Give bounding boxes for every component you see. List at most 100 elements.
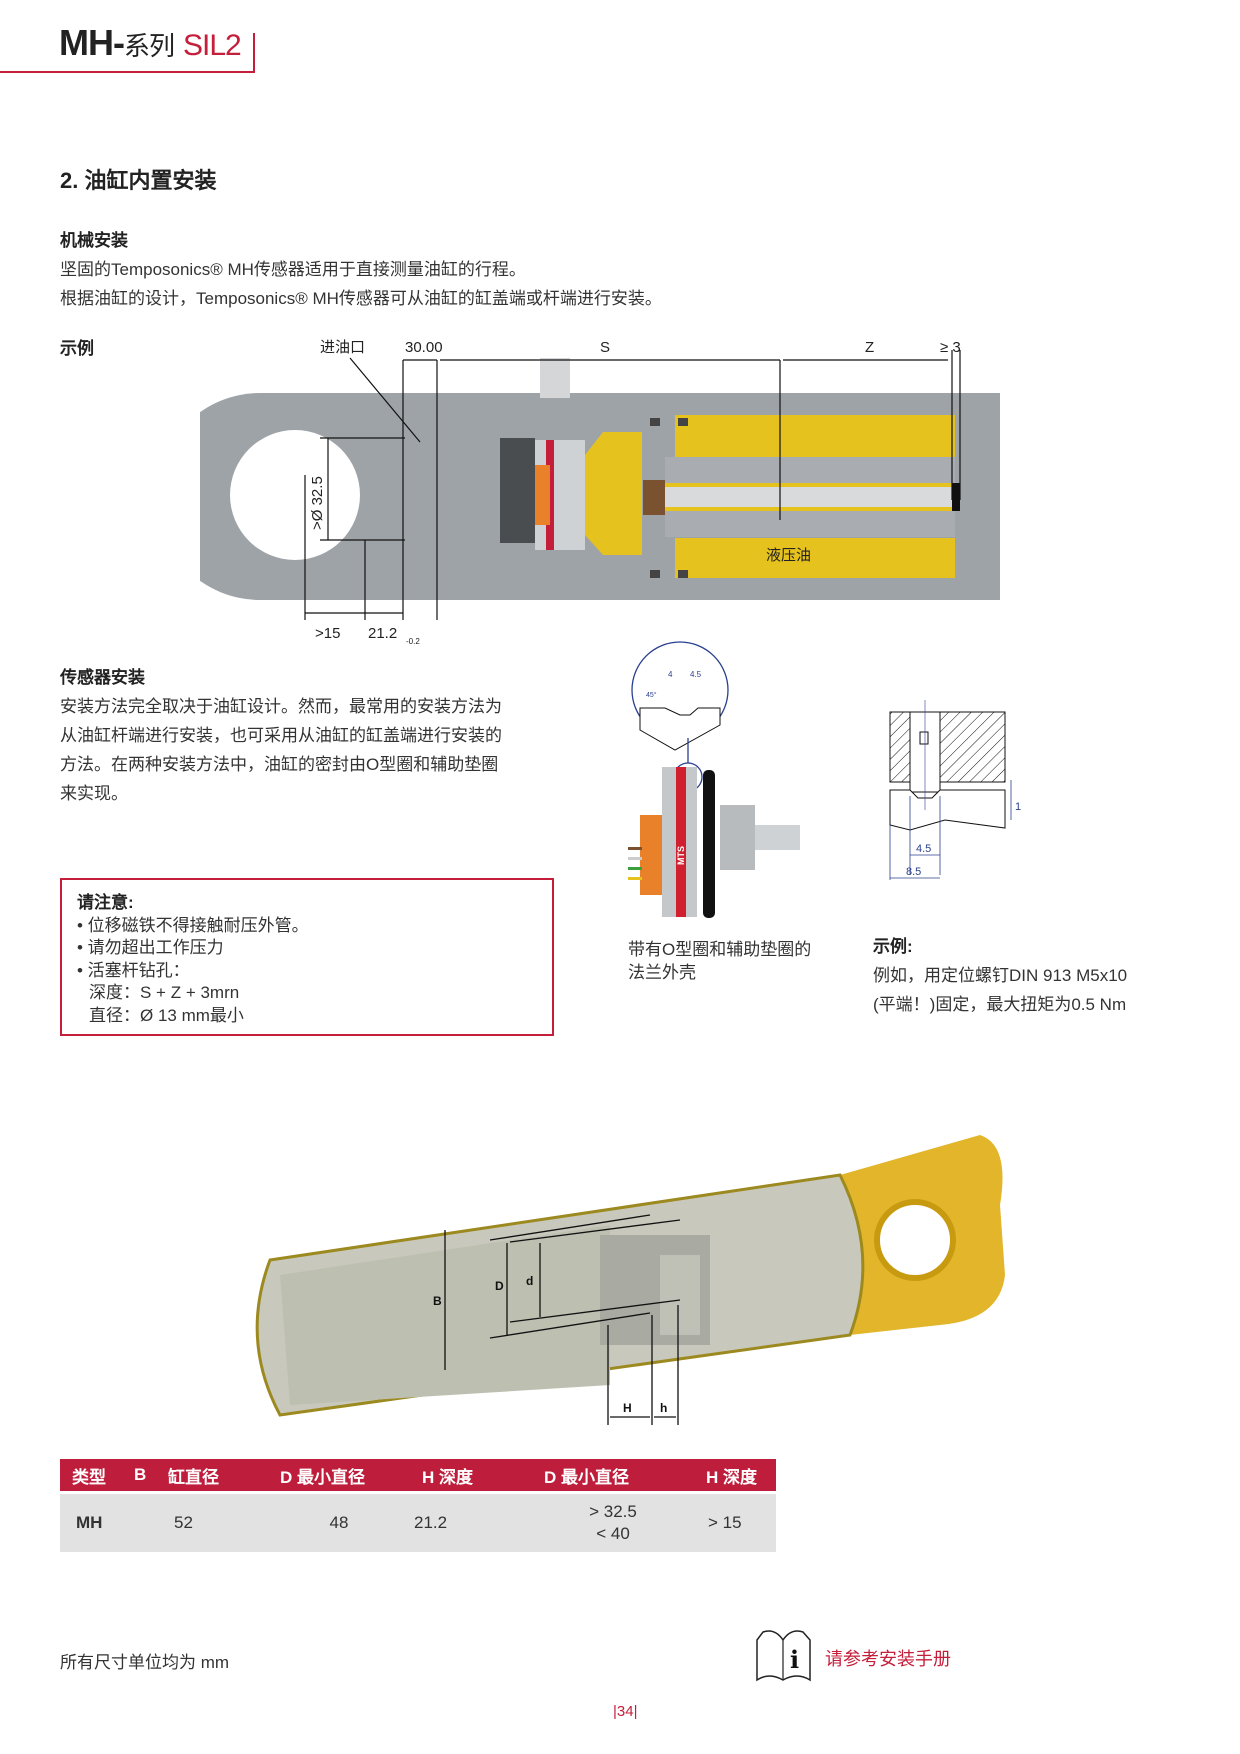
col-bore-diameter: 缸直径: [156, 1459, 268, 1494]
sensor-rod: [755, 825, 800, 850]
sensor-electronics: [640, 815, 662, 895]
col-d-min-2: D 最小直径: [532, 1459, 694, 1494]
series-cn: 系列: [123, 31, 175, 61]
series-title: MH-系列 SIL2: [59, 22, 242, 64]
sensor-wires: [628, 847, 642, 880]
cell-b: 52: [122, 1492, 268, 1552]
svg-text:i: i: [790, 1645, 799, 1674]
col-b: B: [122, 1459, 156, 1494]
detail-angle: 45°: [646, 691, 657, 699]
dimensions-table: 类型 B 缸直径 D 最小直径 H 深度 D 最小直径 H 深度 MH 52 4…: [60, 1459, 776, 1552]
note-title: 请注意:: [77, 893, 134, 912]
mechanical-line: 坚固的Temposonics® MH传感器适用于直接测量油缸的行程。: [60, 260, 526, 279]
note-item: • 位移磁铁不得接触耐压外管。: [77, 915, 309, 935]
oil-chamber-bottom: [675, 538, 955, 578]
screw-socket: [919, 731, 929, 745]
dim-212-tolerance: -0.2: [406, 637, 420, 646]
note-item: • 活塞杆钻孔：: [77, 960, 190, 980]
note-subitem: 深度：S + Z + 3mrn: [89, 983, 240, 1002]
screw-dim-1: 1: [1015, 801, 1021, 813]
mts-band: [676, 767, 686, 917]
detail-profile: [639, 707, 721, 751]
manual-book-icon: i: [756, 1630, 811, 1682]
dim-212-label: 21.2: [368, 625, 397, 642]
example-label: 示例: [60, 339, 94, 358]
page-number: |34|: [613, 1703, 638, 1720]
cell-h-depth: 21.2: [410, 1492, 532, 1552]
dim-b-label: B: [433, 1294, 442, 1308]
oil-chamber-top: [675, 415, 955, 457]
screw-example-heading: 示例:: [873, 937, 913, 956]
cell-d-range-max: < 40: [596, 1524, 630, 1543]
cylinder-3d-illustration: B D d H h: [255, 1135, 1005, 1425]
dim-d-lower-label: d: [526, 1274, 533, 1288]
dim-h-lower-label: h: [660, 1401, 667, 1415]
detail-dim-45: 4.5: [690, 670, 702, 679]
dim-30-label: 30.00: [405, 339, 443, 356]
header-rule: [0, 71, 255, 73]
manual-reference-link[interactable]: 请参考安装手册: [825, 1649, 951, 1669]
col-h-depth-2: H 深度: [694, 1459, 776, 1494]
flange-caption-line: 法兰外壳: [628, 963, 696, 982]
dim-15-label: >15: [315, 625, 340, 642]
sensor-install-line: 安装方法完全取决于油缸设计。然而，最常用的安装方法为: [60, 697, 502, 716]
sensor-install-line: 来实现。: [60, 784, 128, 803]
dimension-lines: [304, 350, 961, 620]
sensor-install-section: 传感器安装 安装方法完全取决于油缸设计。然而，最常用的安装方法为 从油缸杆端进行…: [60, 663, 502, 808]
screw-dim-45: 4.5: [916, 843, 931, 855]
units-note: 所有尺寸单位均为 mm: [60, 1653, 230, 1672]
cable-cavity: [500, 438, 535, 543]
dim-d-upper-label: D: [495, 1279, 504, 1293]
dim-diameter-label: >Ø 32.5: [309, 476, 326, 530]
dim-s-label: S: [600, 339, 610, 356]
flange-caption-line: 带有O型圈和辅助垫圈的: [628, 940, 812, 959]
sensor-install-line: 方法。在两种安装方法中，油缸的密封由O型圈和辅助垫圈: [60, 755, 499, 774]
set-screw-drawing: 1 4.5 8.5: [889, 700, 1021, 880]
series-sil: SIL2: [183, 29, 242, 62]
note-item: • 请勿超出工作压力: [77, 938, 224, 957]
dim-z-label: Z: [865, 339, 874, 356]
sensor-rod: [665, 487, 955, 507]
rod-end-cap: [952, 483, 960, 511]
screw-example-line: (平端！)固定，最大扭矩为0.5 Nm: [873, 995, 1127, 1014]
mechanical-section: 机械安装 坚固的Temposonics® MH传感器适用于直接测量油缸的行程。 …: [60, 226, 662, 313]
cylinder-section-diagram: 进油口 30.00 S Z ≥ 3 >Ø 32.5 >15 21.2 -0.2 …: [200, 339, 1000, 646]
hatched-housing: [889, 711, 1006, 783]
cell-h2: > 15: [694, 1492, 776, 1552]
oil-inlet-label: 进油口: [320, 339, 365, 356]
o-ring: [703, 770, 715, 918]
screw-example-line: 例如，用定位螺钉DIN 913 M5x10: [873, 966, 1128, 985]
flange-housing-illustration: 4 4.5 45° MTS: [628, 641, 800, 918]
cell-d-min: 48: [268, 1492, 410, 1552]
cable-gland: [540, 358, 570, 398]
col-h-depth: H 深度: [410, 1459, 532, 1494]
section-title: 2. 油缸内置安装: [60, 168, 217, 193]
cell-type: MH: [60, 1492, 122, 1552]
hex-nut: [720, 805, 755, 870]
detail-dim-4: 4: [668, 670, 673, 679]
mechanical-heading: 机械安装: [60, 231, 128, 250]
screw-dimension-lines: [889, 780, 1012, 880]
bore-inner-step: [660, 1255, 700, 1335]
brand-text: MTS: [676, 846, 686, 865]
flange-caption: 带有O型圈和辅助垫圈的 法兰外壳: [628, 938, 811, 984]
dim-ge3-label: ≥ 3: [940, 339, 961, 356]
magnet: [643, 480, 665, 515]
screw-dim-85: 8.5: [906, 866, 921, 878]
cell-d-range-min: > 32.5: [589, 1502, 637, 1521]
series-bold: MH-: [59, 22, 125, 63]
table-row: MH 52 48 21.2 > 32.5 < 40 > 15: [60, 1492, 776, 1552]
eye-hole: [874, 1199, 956, 1281]
dim-h-upper-label: H: [623, 1401, 632, 1415]
hydraulic-oil-label: 液压油: [766, 547, 811, 564]
cylinder-dimension-lines: [444, 1214, 681, 1425]
yellow-flange-seat: [585, 432, 642, 555]
rod-section: [889, 789, 1006, 831]
screw-example: 示例: 例如，用定位螺钉DIN 913 M5x10 (平端！)固定，最大扭矩为0…: [873, 932, 1127, 1019]
sensor-install-line: 从油缸杆端进行安装，也可采用从油缸的缸盖端进行安装的: [60, 726, 502, 745]
col-d-min: D 最小直径: [268, 1459, 410, 1494]
header-rule-vertical: [253, 33, 255, 73]
note-box: 请注意: • 位移磁铁不得接触耐压外管。 • 请勿超出工作压力 • 活塞杆钻孔：…: [60, 878, 554, 1036]
cell-d-range: > 32.5 < 40: [532, 1492, 694, 1552]
